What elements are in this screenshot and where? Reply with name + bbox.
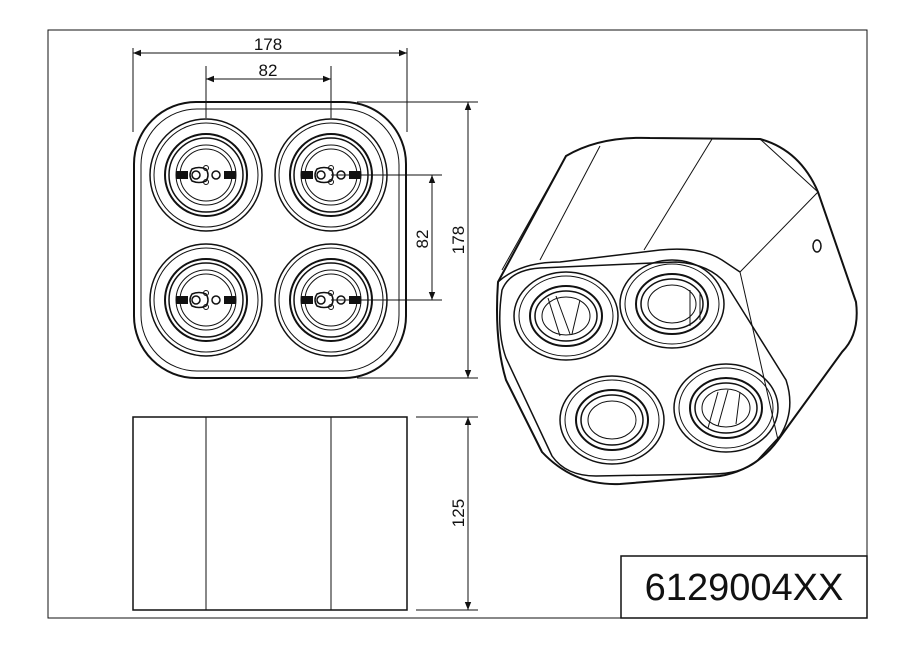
- iso-front-face: [499, 261, 791, 477]
- model-code-box: [620, 555, 868, 619]
- iso-lens-bottom-left: [559, 375, 665, 465]
- model-code: 6129004XX: [645, 567, 844, 609]
- socket-top-left: [149, 118, 263, 232]
- side-view-outline: [132, 416, 408, 611]
- iso-lens-bottom-right: [673, 363, 779, 453]
- drawing-border: [47, 29, 868, 619]
- iso-lens-top-left: [513, 271, 619, 361]
- housing-inner-outline: [140, 108, 400, 372]
- front-view: 178 82 82 178: [132, 35, 478, 379]
- dim-height-spacing: 82: [413, 230, 432, 249]
- iso-screw-icon: [812, 239, 822, 253]
- housing-outline: [133, 101, 407, 379]
- iso-housing-outline: [496, 136, 858, 486]
- dim-side-height: 125: [449, 499, 468, 527]
- dim-width-spacing: 82: [259, 61, 278, 80]
- dim-width-overall: 178: [254, 35, 282, 54]
- side-view: 125: [132, 416, 478, 611]
- isometric-view: [496, 136, 858, 486]
- dim-height-overall: 178: [449, 226, 468, 254]
- socket-bottom-left: [149, 243, 263, 357]
- iso-lens-top-right: [619, 259, 725, 349]
